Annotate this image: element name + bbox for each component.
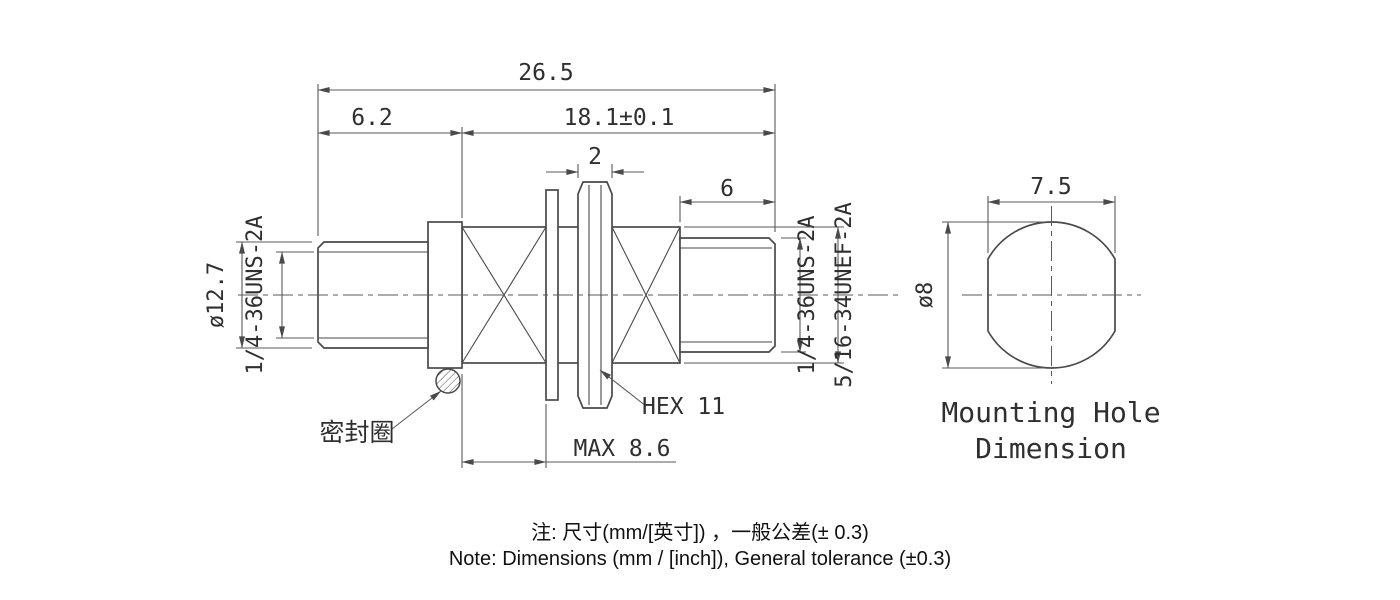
dim-right-section-text: 6 (720, 176, 734, 202)
dim-nut-thickness: 2 (546, 144, 644, 178)
dim-mounting-width: 7.5 (987, 174, 1116, 253)
dim-right-thread: 1/4-36UNS-2A (781, 216, 820, 375)
seal-ring (435, 368, 461, 394)
dim-left-diameter: ø12.7 (204, 241, 312, 349)
dim-overall-length: 26.5 (317, 60, 776, 236)
dim-mid-section: 18.1±0.1 (461, 105, 776, 136)
mounting-hole-title-line2: Dimension (975, 432, 1127, 465)
note-line-en: Note: Dimensions (mm / [inch]), General … (448, 548, 952, 570)
note-line-cn: 注: 尺寸(mm/[英寸]) ，一般公差(± 0.3) (531, 522, 869, 544)
thread-hatch-left (461, 226, 547, 364)
dim-left-diameter-text: ø12.7 (204, 262, 229, 328)
dim-left-section: 6.2 (317, 105, 463, 218)
mounting-hole-title-line1: Mounting Hole (941, 396, 1160, 429)
bulkhead-thread-text: 5/16-34UNEF-2A (832, 202, 857, 387)
left-thread-text: 1/4-36UNS-2A (243, 216, 268, 375)
drawing-notes: 注: 尺寸(mm/[英寸]) ，一般公差(± 0.3) Note: Dimens… (0, 520, 1400, 572)
right-connector (679, 237, 776, 353)
dim-left-section-text: 6.2 (351, 105, 393, 131)
hex-callout: HEX 11 (599, 369, 725, 420)
dim-mid-section-text: 18.1±0.1 (564, 105, 675, 131)
dim-left-thread: 1/4-36UNS-2A (243, 216, 314, 375)
max-panel-text: MAX 8.6 (574, 436, 671, 462)
dim-mounting-diameter-text: ø8 (913, 282, 938, 309)
seal-ring-callout: 密封圈 (319, 390, 442, 447)
hex-label-text: HEX 11 (642, 394, 725, 420)
seal-ring-label-text: 密封圈 (319, 418, 394, 447)
dim-max-panel: MAX 8.6 (461, 374, 676, 468)
connector-view (238, 181, 898, 409)
dim-bulkhead-thread: 5/16-34UNEF-2A (684, 202, 857, 388)
dim-nut-thickness-text: 2 (588, 144, 602, 170)
dim-mounting-diameter: ø8 (913, 221, 1044, 369)
dim-right-section: 6 (679, 176, 776, 222)
thread-hatch-right (611, 226, 681, 364)
dim-mounting-width-text: 7.5 (1030, 174, 1072, 200)
mounting-hole-view: 7.5 ø8 Mounting Hole Dimension (913, 174, 1161, 465)
right-thread-text: 1/4-36UNS-2A (795, 216, 820, 375)
dim-overall-text: 26.5 (518, 60, 573, 86)
